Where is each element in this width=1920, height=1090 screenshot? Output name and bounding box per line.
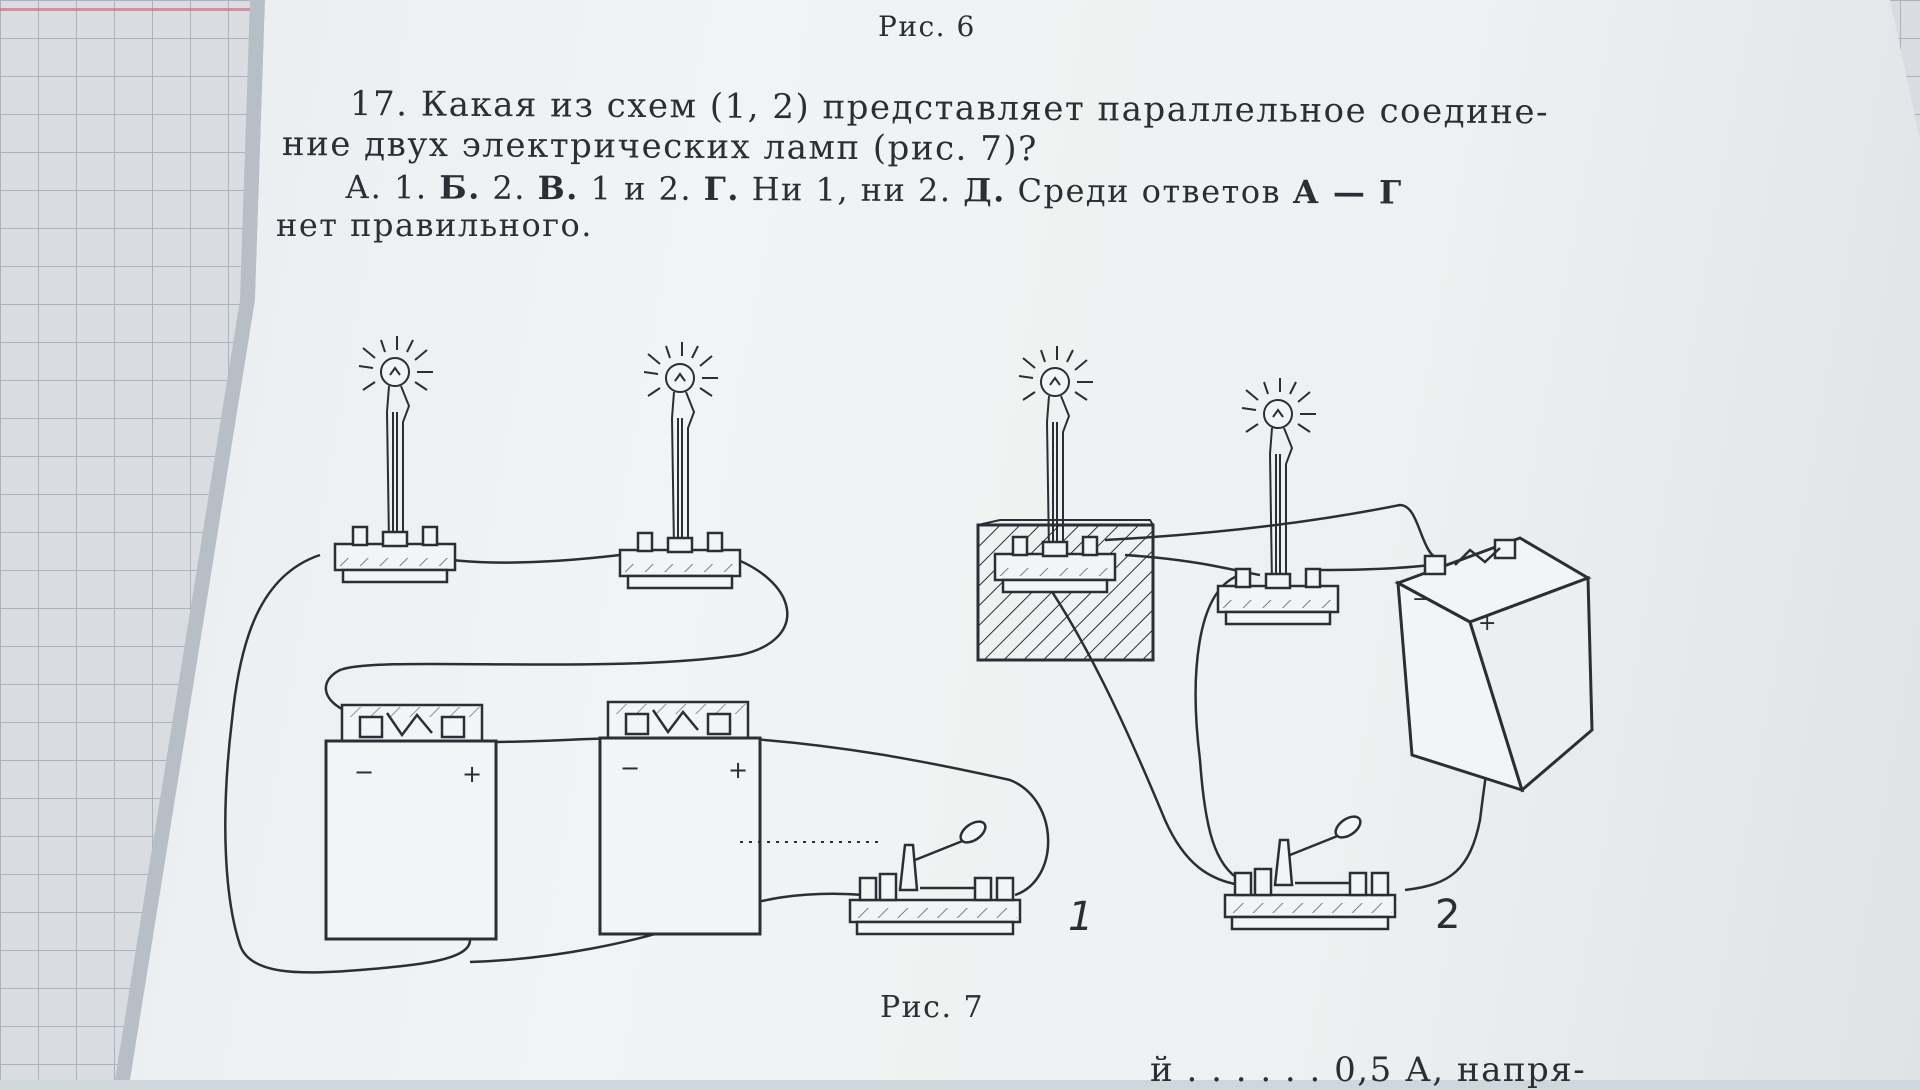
scheme-1-battery-1: − + [324, 703, 498, 941]
scheme-1-lamp-1 [333, 334, 457, 584]
scheme-2-battery-minus: − [1412, 587, 1430, 612]
figure-6-caption: Рис. 6 [878, 10, 976, 43]
graph-paper-margin-line [0, 8, 300, 11]
scheme-1: − + − + 1 [224, 334, 1093, 974]
scheme-1-battery-2-plus: + [728, 756, 748, 784]
scheme-2: − + 2 [976, 344, 1594, 938]
scheme-2-battery: − + [1394, 536, 1594, 793]
scheme-1-switch [848, 816, 1022, 936]
scheme-1-battery-1-plus: + [462, 760, 482, 788]
scheme-1-battery-2-minus: − [620, 754, 640, 782]
scheme-1-battery-2: − + [598, 700, 762, 936]
scheme-2-label: 2 [1435, 892, 1460, 938]
scheme-2-lamp-2 [1216, 376, 1340, 626]
scheme-1-label: 1 [1068, 894, 1093, 940]
scheme-1-lamp-2 [618, 340, 742, 590]
bottom-cut-off-text: й . . . . . . 0,5 А, напря- [1150, 1050, 1587, 1090]
scheme-1-battery-1-minus: − [354, 758, 374, 786]
scheme-2-switch [1223, 811, 1397, 931]
scheme-2-lamp-1 [993, 344, 1117, 594]
figure-7-caption: Рис. 7 [880, 990, 985, 1025]
scheme-2-battery-plus: + [1478, 611, 1496, 636]
answers-line-2: нет правильного. [276, 206, 593, 244]
